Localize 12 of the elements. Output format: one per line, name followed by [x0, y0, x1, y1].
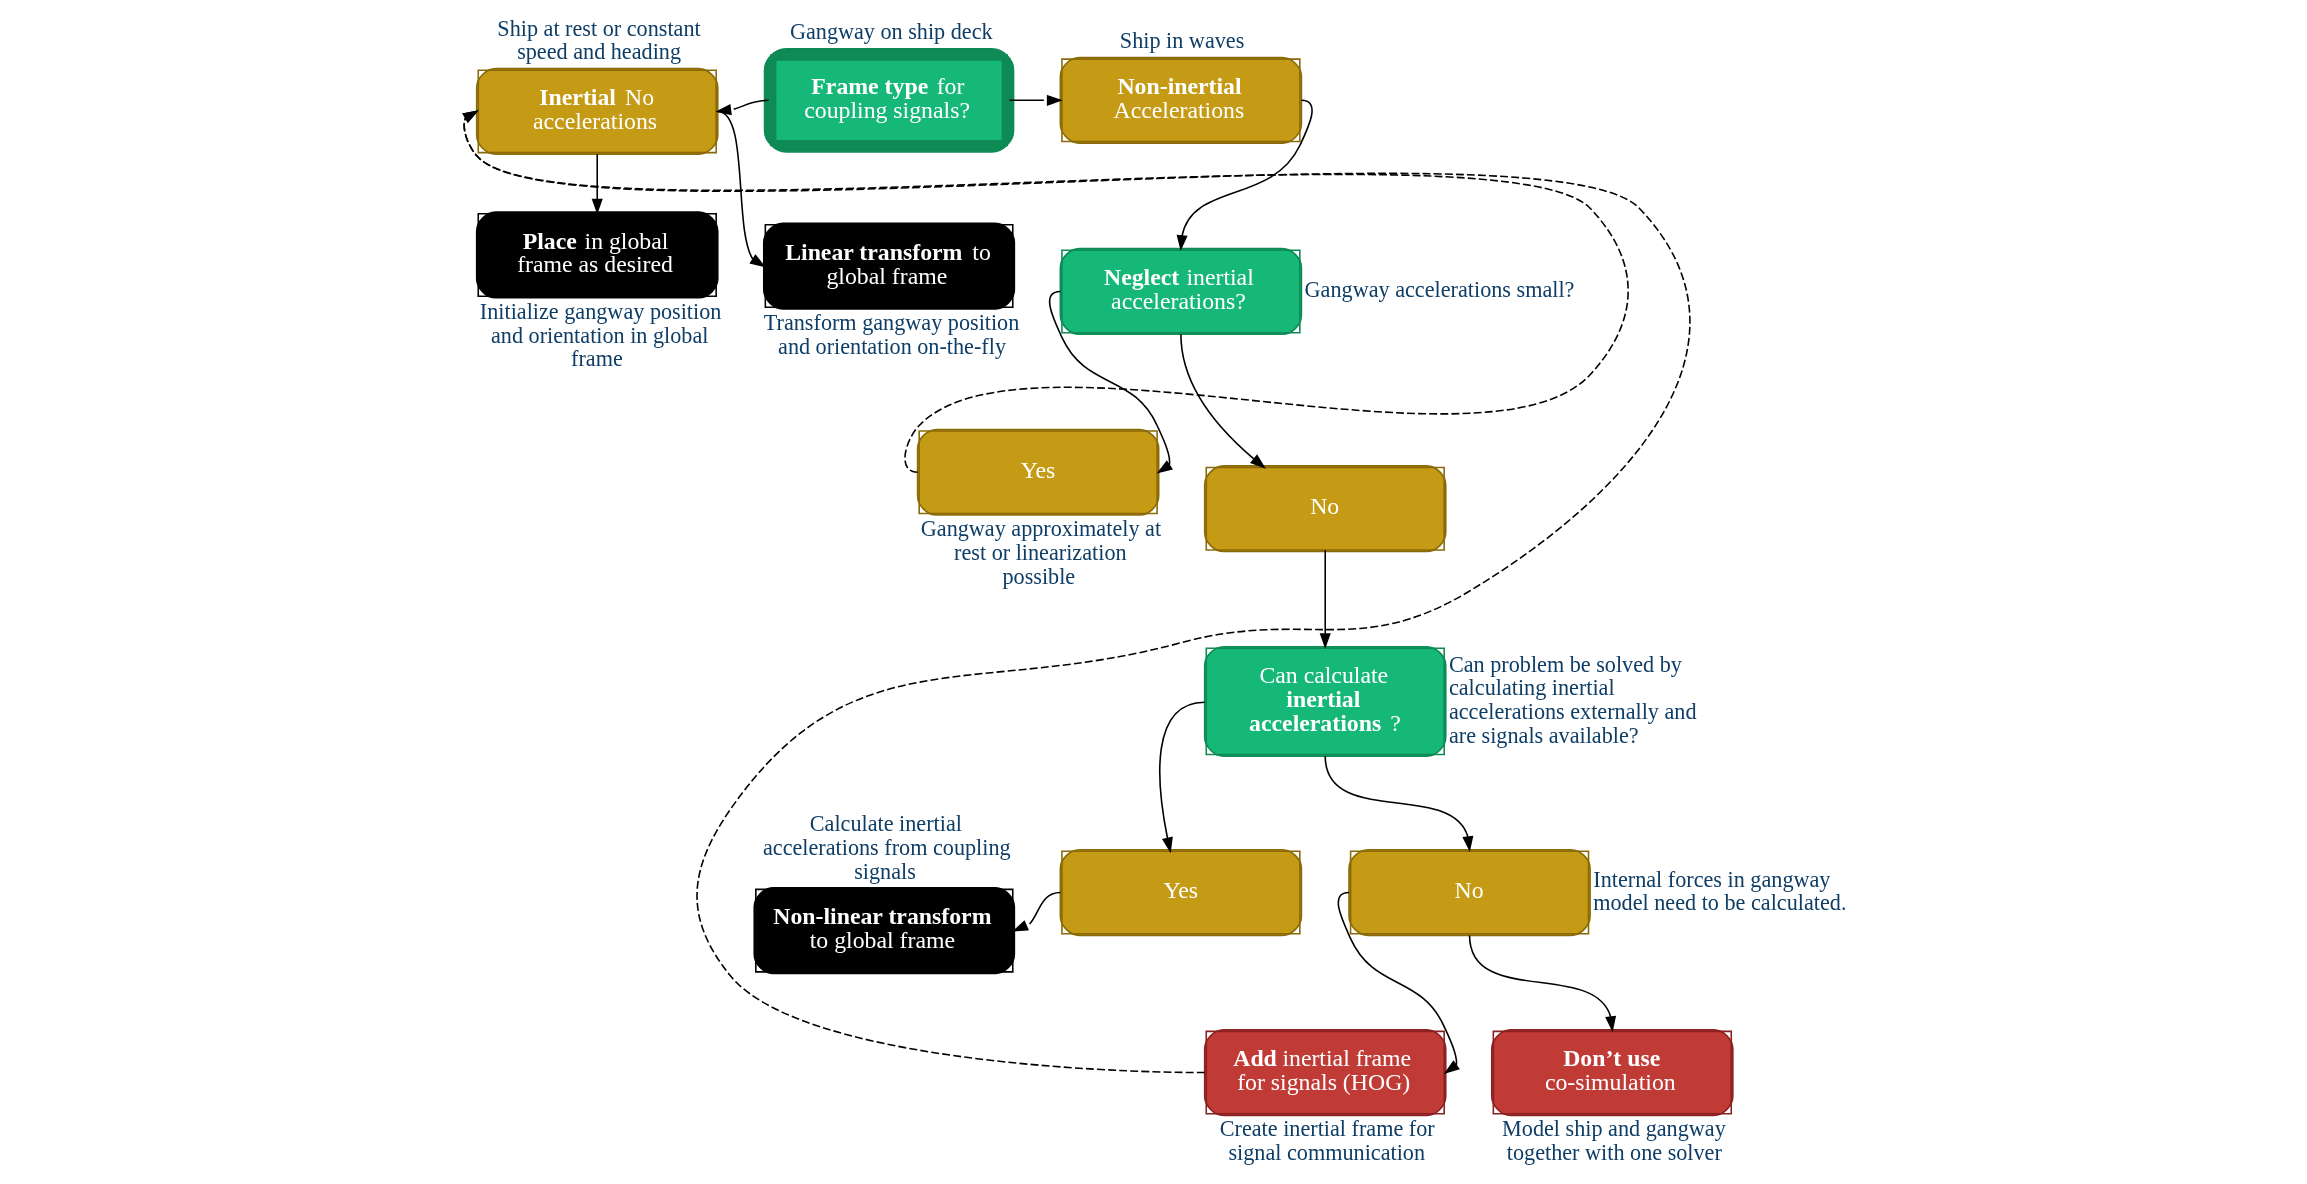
node-label: Internal forces in gangway model need to be calculated. [1592, 866, 1846, 916]
node-label: Can problem be solved by calculating inertial accelerations externally and are signals available? [1448, 651, 1697, 748]
node-label: Gangway accelerations small? [1304, 277, 1574, 303]
node-label: Ship at rest or constant speed and heading [496, 15, 701, 65]
node-label: Gangway on ship deck [789, 18, 993, 44]
node-label: Calculate inertial accelerations from coupling signals [762, 811, 1011, 884]
node-label: Create inertial frame for signal communication [1219, 1116, 1435, 1166]
node-label: Gangway approximately at rest or linearization possible [920, 516, 1161, 589]
node-label: Model ship and gangway together with one solver [1501, 1116, 1726, 1166]
node-label: Transform gangway position and orientation on-the-fly [763, 309, 1019, 359]
node-label: Initialize gangway position and orientation in global frame [479, 298, 721, 372]
node-label: Ship in waves [1119, 28, 1244, 54]
